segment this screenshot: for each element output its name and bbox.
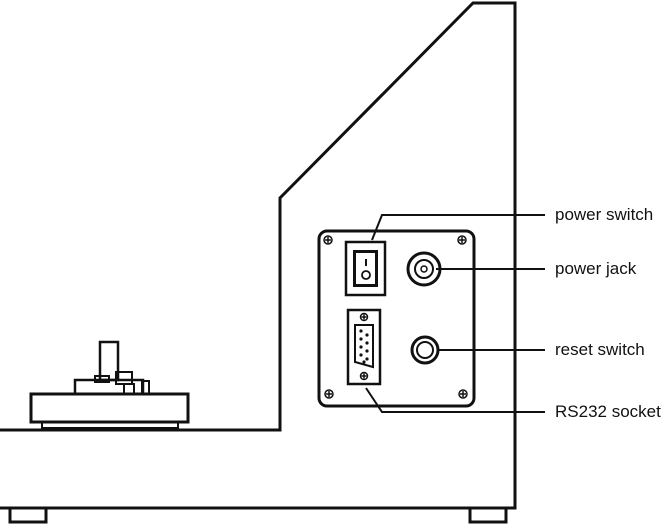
right-foot xyxy=(468,506,508,524)
device-housing xyxy=(0,1,517,510)
left-foot xyxy=(8,506,48,524)
reset-switch xyxy=(410,335,440,365)
panel-screws xyxy=(323,235,468,399)
power-switch xyxy=(344,240,387,297)
rs232-socket-leader xyxy=(365,387,545,413)
rs232-socket xyxy=(346,308,382,386)
reset-switch-label: reset switch xyxy=(555,340,645,359)
power-jack-label: power jack xyxy=(555,259,637,278)
connector-panel xyxy=(317,229,476,408)
power-switch-leader xyxy=(371,214,545,241)
rs232-socket-label: RS232 socket xyxy=(555,402,661,421)
fixture-platform xyxy=(29,340,190,429)
power-jack xyxy=(406,251,442,287)
power-switch-label: power switch xyxy=(555,205,653,224)
